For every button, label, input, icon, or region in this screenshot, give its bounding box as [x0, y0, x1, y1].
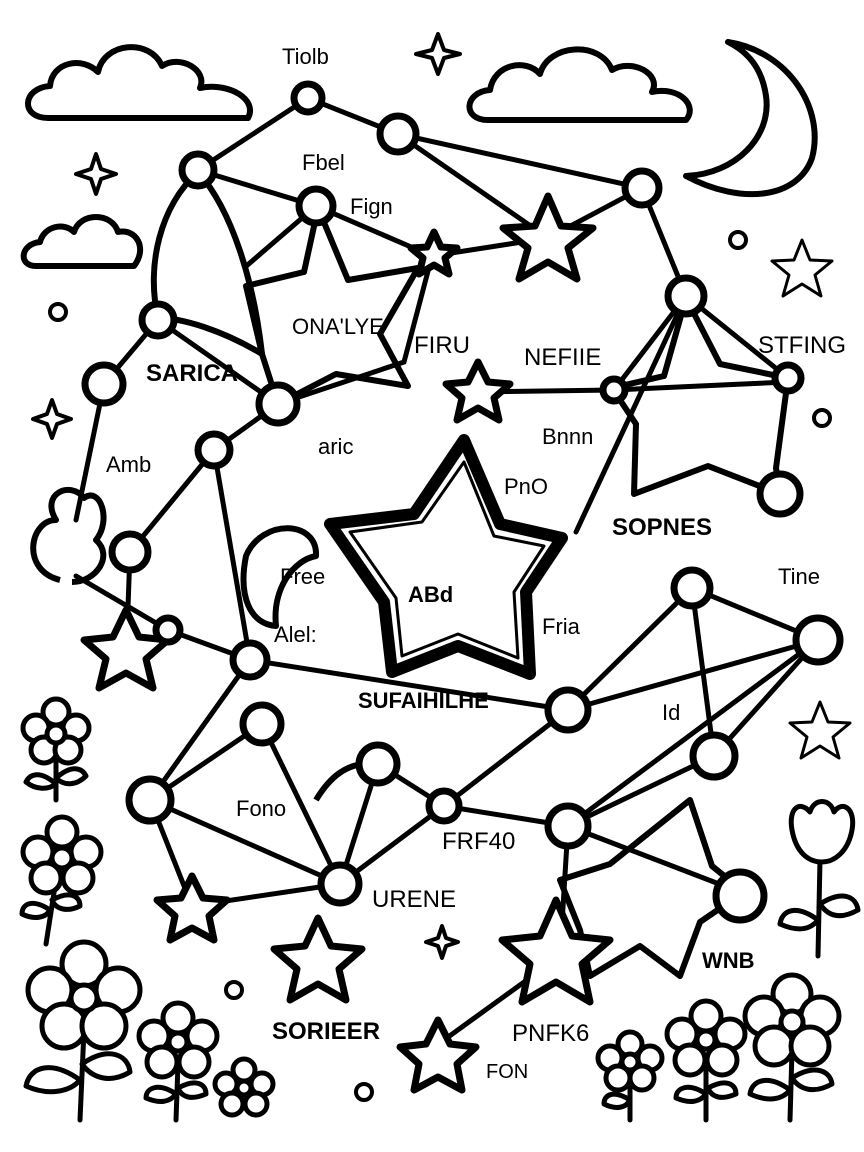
star-icon: [442, 358, 514, 424]
flower-icon: [212, 1056, 276, 1118]
label-aric: aric: [318, 434, 354, 459]
node: [125, 775, 175, 825]
label-amb: Amb: [106, 452, 152, 477]
label-fbel: Fbel: [302, 150, 345, 175]
label-fria: Fria: [542, 614, 580, 639]
star-icon: [407, 228, 461, 278]
label-tine: Tine: [778, 564, 820, 589]
node: [138, 300, 178, 340]
label-bnnn: Bnnn: [542, 424, 594, 449]
node: [229, 639, 271, 681]
node: [599, 375, 629, 405]
node: [771, 361, 805, 395]
node: [792, 614, 844, 666]
label-sopnes: SOPNES: [612, 514, 713, 541]
label-firu: FIRU: [414, 332, 470, 359]
star-icon: [499, 192, 597, 283]
label-fono: Fono: [236, 796, 287, 821]
node: [664, 274, 708, 318]
star-icon: [498, 896, 614, 1006]
label-fon: FON: [486, 1061, 529, 1083]
label-nefiie: NEFIIE: [524, 344, 602, 371]
sky-decorations: [20, 39, 818, 269]
label-sorieer: SORIEER: [272, 1018, 381, 1045]
node: [544, 686, 592, 734]
node: [290, 80, 326, 116]
node: [712, 868, 768, 924]
constellation-shapes: [30, 169, 791, 979]
flower-icon: [20, 696, 92, 803]
label-alel: Alel:: [274, 622, 317, 647]
big-star-inner-outline: [348, 460, 546, 660]
star-icon: [270, 914, 366, 1004]
node: [152, 614, 184, 646]
label-stfing: STFING: [758, 332, 846, 359]
flower-icon: [595, 1029, 665, 1123]
label-tiolb: Tiolb: [282, 44, 329, 69]
flowers: [19, 696, 861, 1123]
node: [81, 361, 127, 407]
node: [355, 741, 401, 787]
flower-icon: [136, 1000, 220, 1123]
sparkle-icon: [31, 398, 73, 440]
sparkle-icon: [414, 32, 462, 76]
cloud-left: [20, 214, 144, 269]
constellation-nodes: [81, 80, 844, 924]
star-outline-icon: [788, 700, 852, 760]
label-pnfk6: PNFK6: [512, 1020, 590, 1047]
swirl-shape: [240, 525, 320, 629]
label-free: Free: [280, 564, 326, 589]
node: [178, 150, 218, 190]
cloud-top-right: [466, 46, 693, 123]
sparkle-icon: [74, 152, 118, 196]
node: [295, 185, 337, 227]
node: [376, 112, 420, 156]
label-sufaihilhe: SUFAIHILHE: [358, 688, 489, 713]
star-outline-icon: [243, 205, 421, 407]
dot-icon: [812, 408, 832, 428]
leaf-shape: [150, 169, 265, 357]
label-wnb: WNB: [702, 948, 755, 973]
moon-icon: [683, 39, 818, 198]
flower-icon: [23, 939, 143, 1123]
node: [425, 787, 463, 825]
star-icon: [396, 1016, 480, 1094]
swirl-shape: [30, 486, 107, 585]
tulip-icon: [777, 799, 861, 959]
label-sarica: SARICA: [146, 360, 239, 387]
dot-icon: [48, 302, 68, 322]
flower-icon: [742, 972, 842, 1123]
node: [108, 530, 152, 574]
flower-icon: [19, 814, 104, 947]
label-fign: Fign: [350, 194, 393, 219]
label-id: Id: [662, 700, 681, 725]
node: [317, 861, 363, 907]
node: [194, 430, 234, 470]
label-abd: ABd: [408, 582, 454, 607]
sparkles: [31, 32, 852, 1102]
label-frf40: FRF40: [442, 828, 516, 855]
node: [239, 701, 285, 747]
flower-icon: [664, 998, 748, 1123]
star-icon: [153, 872, 231, 944]
node: [621, 167, 663, 209]
node: [756, 470, 804, 518]
node: [670, 566, 714, 610]
label-onalye: ONA'LYE: [292, 314, 384, 339]
stars: [80, 192, 614, 1094]
node: [255, 381, 301, 427]
cloud-top-left: [25, 44, 253, 121]
dot-icon: [728, 230, 748, 250]
label-urene: URENE: [372, 886, 457, 913]
label-pno: PnO: [504, 474, 549, 499]
node: [689, 731, 739, 781]
node: [544, 802, 592, 850]
sparkle-icon: [424, 924, 460, 960]
dot-icon: [354, 1082, 374, 1102]
dot-icon: [224, 980, 244, 1000]
star-frame-right: [609, 295, 791, 497]
big-star-icon: [324, 434, 568, 680]
star-outline-icon: [770, 238, 834, 298]
